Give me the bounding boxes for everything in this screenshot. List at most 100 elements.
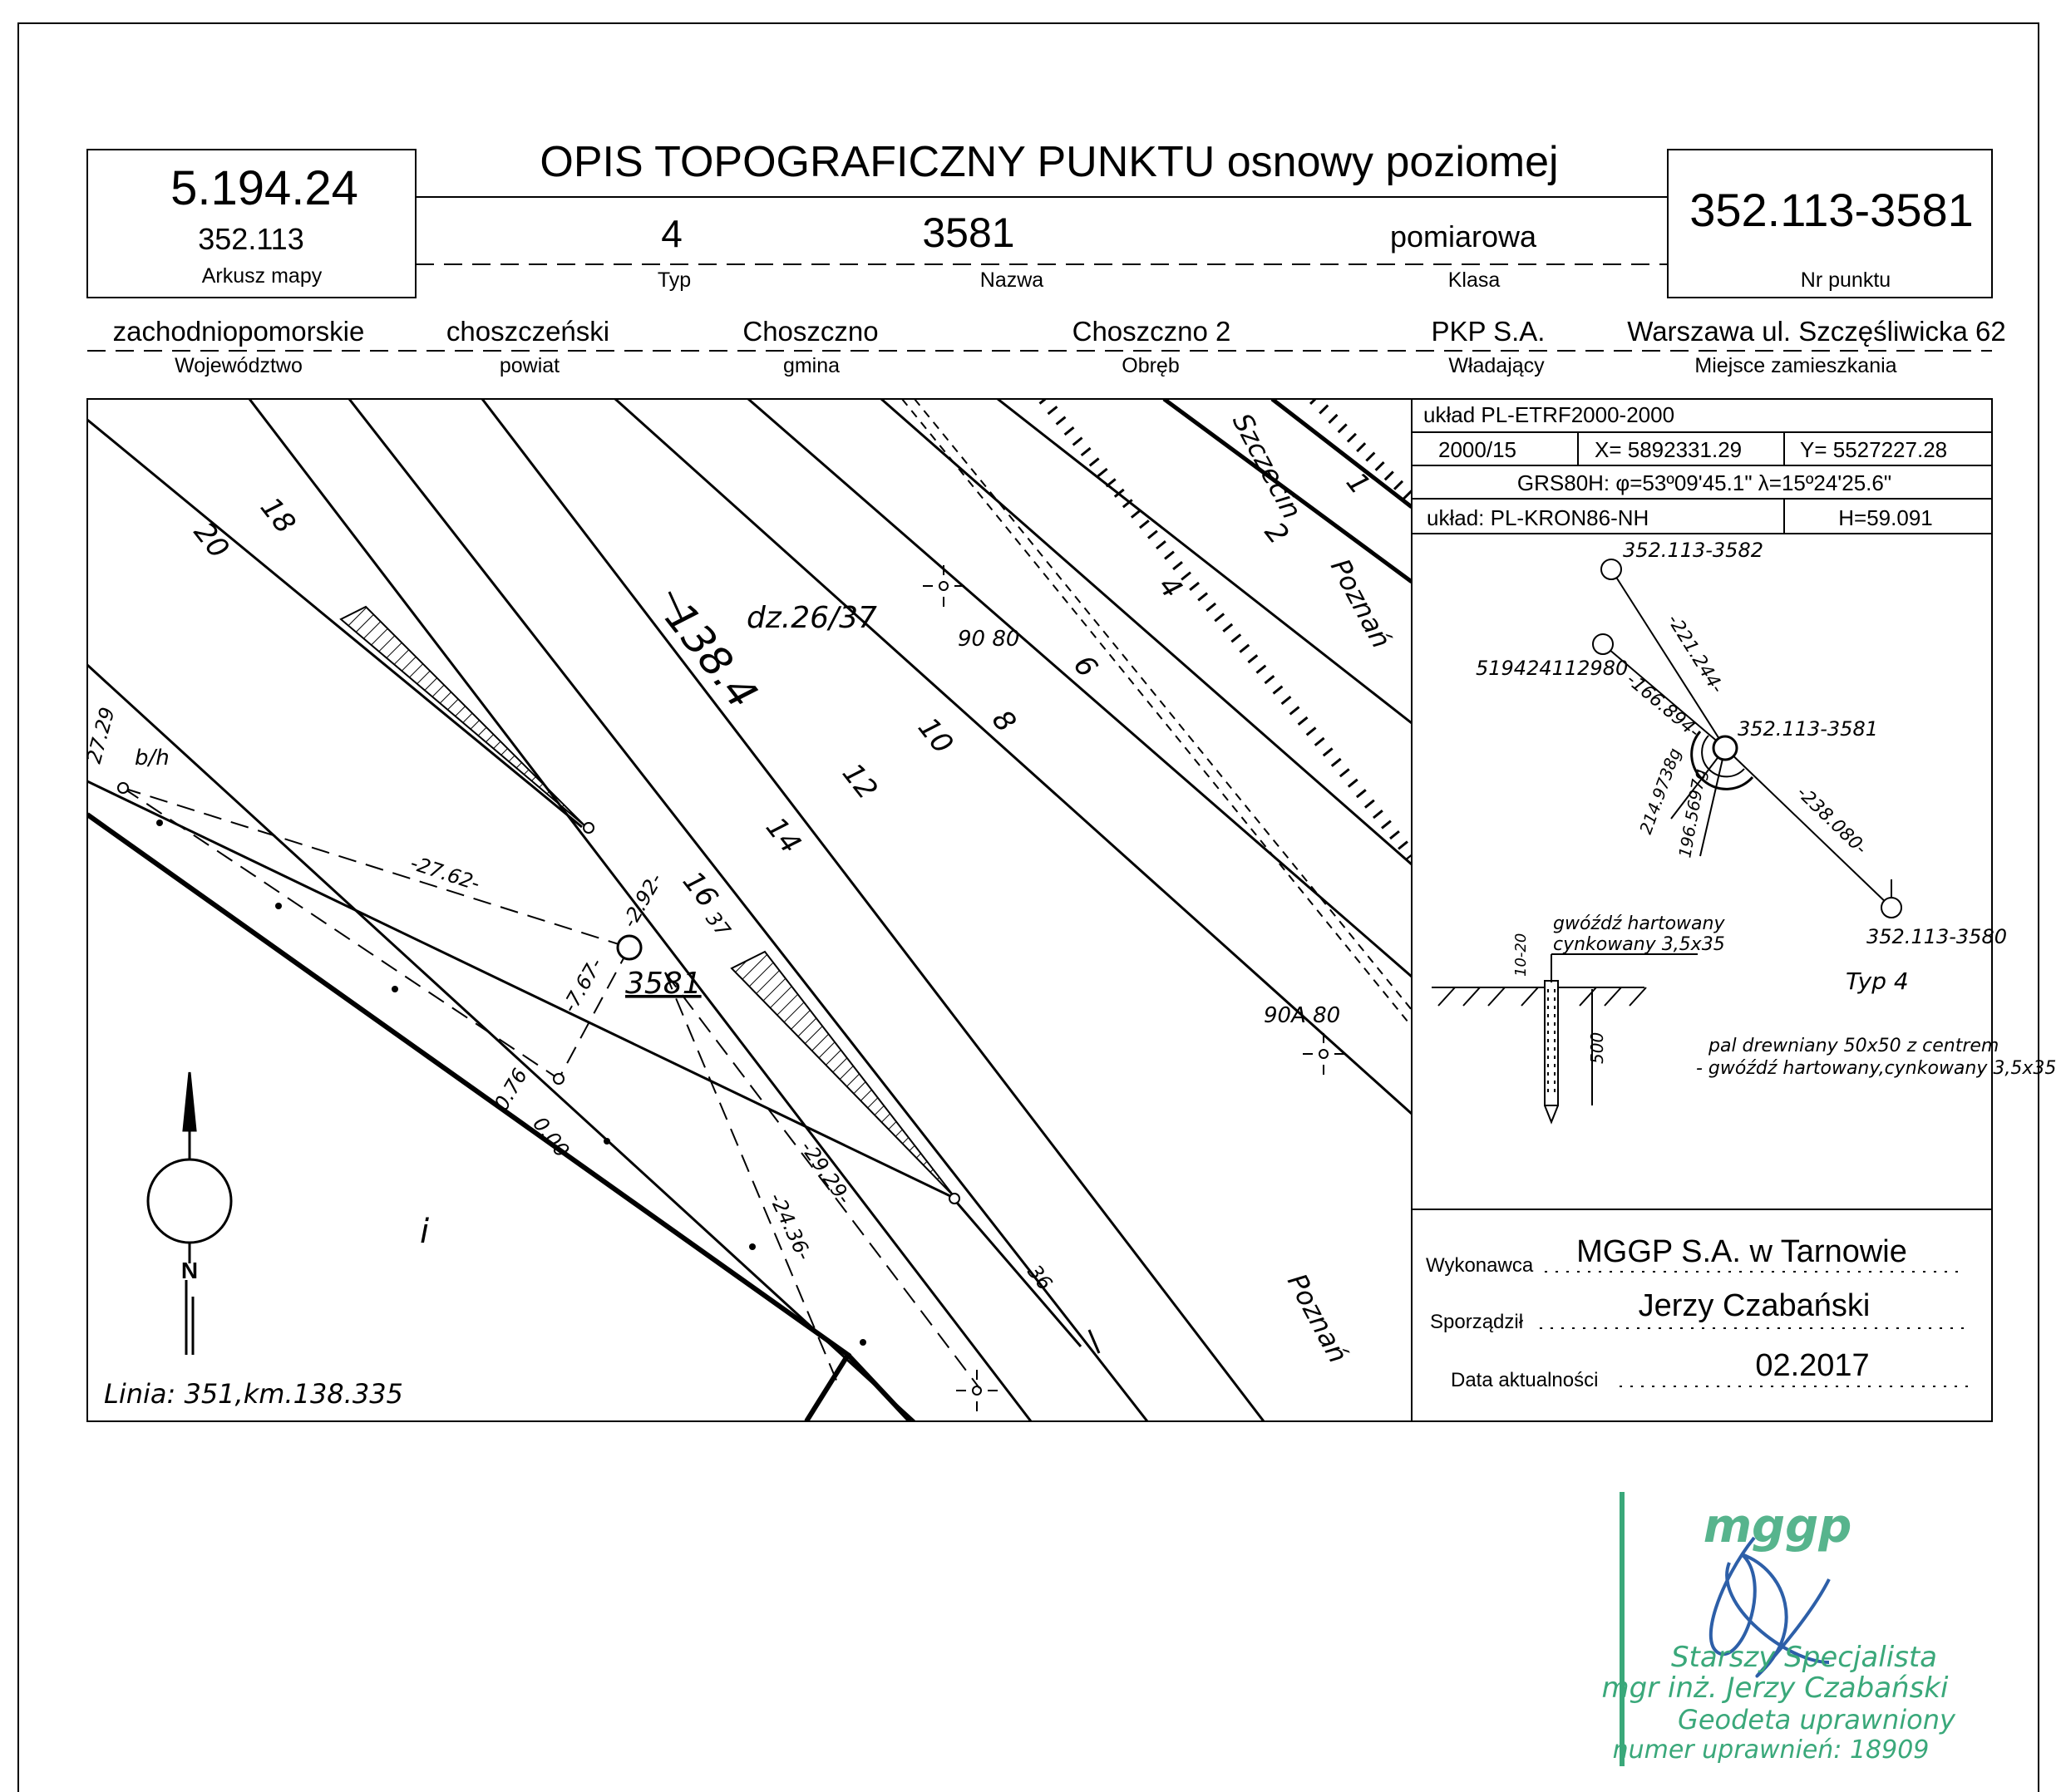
- height-system: układ: PL-KRON86-NH: [1427, 505, 1649, 530]
- note-line-2: - gwóźdź hartowany,cynkowany 3,5x35: [1696, 1058, 2056, 1079]
- sketch-point-3580: 352.113-3580: [1866, 925, 2007, 948]
- contour-14: 14: [759, 811, 807, 860]
- county-label: powiat: [500, 354, 560, 377]
- sheet-label: Arkusz mapy: [202, 264, 323, 288]
- sketch-type-note: Typ 4: [1846, 967, 1909, 995]
- contour-20: 20: [187, 516, 235, 565]
- coord-x: X= 5892331.29: [1595, 437, 1742, 462]
- commune-label: gmina: [783, 354, 840, 377]
- svg-text:mggp: mggp: [1704, 1499, 1852, 1553]
- stamp-line-2: mgr inż. Jerzy Czabański: [1602, 1671, 1949, 1705]
- to-szczecin: Szczecin: [1226, 408, 1308, 524]
- measure-27-62: -27.62-: [407, 851, 482, 895]
- sheet-number: 5.194.24: [170, 161, 358, 215]
- stamp-line-3: Geodeta uprawniony: [1678, 1704, 1956, 1735]
- date-value: 02.2017: [1755, 1348, 1869, 1383]
- note-line-1: pal drewniany 50x50 z centrem: [1708, 1036, 1999, 1056]
- sketch-angle-1: 214.9738g: [1635, 746, 1685, 837]
- type-label: Typ: [658, 268, 691, 292]
- measure-0-76: 0.76: [490, 1065, 532, 1115]
- name-label: Nazwa: [980, 268, 1044, 292]
- north-label: N: [181, 1258, 198, 1283]
- voivodeship-label: Województwo: [175, 354, 303, 377]
- to-poznan-top: Poznań: [1324, 554, 1398, 653]
- line-note: Linia: 351,km.138.335: [104, 1378, 403, 1410]
- page-border: [17, 22, 2039, 1792]
- coord-zone: 2000/15: [1438, 437, 1516, 462]
- point-3581-label: 3581: [625, 967, 702, 1001]
- author-label: Sporządził: [1430, 1311, 1524, 1333]
- label-90a-80: 90A 80: [1264, 1003, 1340, 1028]
- stamp-line-1: Starszy Specjalista: [1671, 1641, 1937, 1674]
- contractor-label: Wykonawca: [1426, 1254, 1534, 1277]
- dim-depth: 500: [1587, 1032, 1607, 1064]
- sketch-dist-2: -166.894-: [1622, 669, 1704, 742]
- point-number: 352.113-3581: [1689, 184, 1974, 236]
- contour-6: 6: [1067, 649, 1104, 684]
- voivodeship-value: zachodniopomorskie: [113, 316, 365, 347]
- owner-value: PKP S.A.: [1432, 316, 1546, 347]
- precinct-label: Obręb: [1122, 354, 1179, 377]
- residence-value: Warszawa ul. Szczęśliwicka 62: [1627, 316, 2005, 347]
- measure-24-36: -24.36-: [765, 1189, 816, 1264]
- sketch-angle-2: 196.5697g: [1674, 767, 1709, 859]
- date-label: Data aktualności: [1451, 1369, 1598, 1391]
- label-90-80: 90 80: [958, 627, 1019, 652]
- contour-12: 12: [836, 757, 884, 806]
- nail-line-1: gwóźdź hartowany: [1553, 913, 1725, 934]
- sketch-point-3581: 352.113-3581: [1738, 717, 1878, 741]
- sketch-dist-1: -221.244-: [1663, 611, 1728, 697]
- contour-16: 16: [676, 865, 724, 914]
- label-36: 36: [1023, 1260, 1057, 1294]
- sheet-box: [86, 149, 417, 298]
- sheet-code: 352.113: [198, 222, 303, 256]
- contour-2: 2: [1258, 516, 1295, 551]
- point-box: [1667, 149, 1993, 298]
- name-value: 3581: [922, 209, 1014, 256]
- page-title: OPIS TOPOGRAFICZNY PUNKTU osnowy poziome…: [540, 138, 1558, 186]
- point-3581-marker: [616, 934, 643, 961]
- residence-label: Miejsce zamieszkania: [1694, 354, 1896, 377]
- class-label: Klasa: [1448, 268, 1501, 292]
- track-1: 1: [1339, 466, 1377, 501]
- location-map: 20 18 16 14 12 10 8 6 4 2 1 Szczecin Poz…: [87, 399, 1412, 1421]
- measure-7-67: -7.67-: [558, 954, 608, 1017]
- stamp-line-4: numer uprawnień: 18909: [1613, 1735, 1930, 1765]
- header: OPIS TOPOGRAFICZNY PUNKTU osnowy poziome…: [86, 138, 1993, 298]
- dim-top: 10-20: [1512, 933, 1530, 977]
- coordinate-table: układ PL-ETRF2000-2000 2000/15 X= 589233…: [1412, 402, 1992, 534]
- coord-y: Y= 5527227.28: [1800, 437, 1947, 462]
- height-value: H=59.091: [1838, 505, 1932, 530]
- commune-value: Choszczno: [742, 316, 878, 347]
- precinct-value: Choszczno 2: [1072, 316, 1231, 347]
- pile-drawing-icon: [1432, 953, 1698, 1125]
- measure-2-92: -2.92-: [618, 869, 668, 932]
- author-value: Jerzy Czabański: [1639, 1288, 1871, 1323]
- mggp-logo-icon: mggp: [1704, 1499, 1852, 1553]
- point-label: Nr punktu: [1801, 268, 1891, 292]
- county-value: choszczeński: [446, 316, 609, 347]
- contour-8: 8: [985, 704, 1023, 739]
- admin-row: zachodniopomorskie Województwo choszczeń…: [87, 316, 2006, 377]
- nail-line-2: cynkowany 3,5x35: [1553, 934, 1725, 955]
- footer-block: Wykonawca MGGP S.A. w Tarnowie Sporządzi…: [1412, 1209, 1992, 1391]
- to-poznan-bottom: Poznań: [1281, 1268, 1354, 1368]
- signature: [1708, 1536, 1831, 1678]
- coord-system: układ PL-ETRF2000-2000: [1423, 402, 1674, 427]
- contractor-value: MGGP S.A. w Tarnowie: [1576, 1234, 1907, 1269]
- north-arrow-icon: [146, 1071, 233, 1355]
- sketch-dist-3: -238.080-: [1792, 782, 1871, 859]
- point-sketch: 352.113-3582 519424112980 352.113-3581 3…: [1432, 539, 2056, 1125]
- contour-18: 18: [254, 491, 302, 540]
- parcel-number: dz.26/37: [747, 601, 877, 635]
- type-value: 4: [661, 212, 683, 255]
- main-frame: [86, 398, 1993, 1422]
- stamp-bar: [1620, 1492, 1625, 1766]
- contour-4: 4: [1151, 570, 1189, 605]
- owner-label: Władający: [1448, 354, 1545, 377]
- contour-10: 10: [911, 711, 959, 761]
- surveyor-stamp: mggp Starszy Specjalista mgr inż. Jerzy …: [1602, 1492, 1956, 1766]
- sketch-point-other: 519424112980: [1476, 657, 1628, 680]
- bh-label: b/h: [135, 746, 170, 770]
